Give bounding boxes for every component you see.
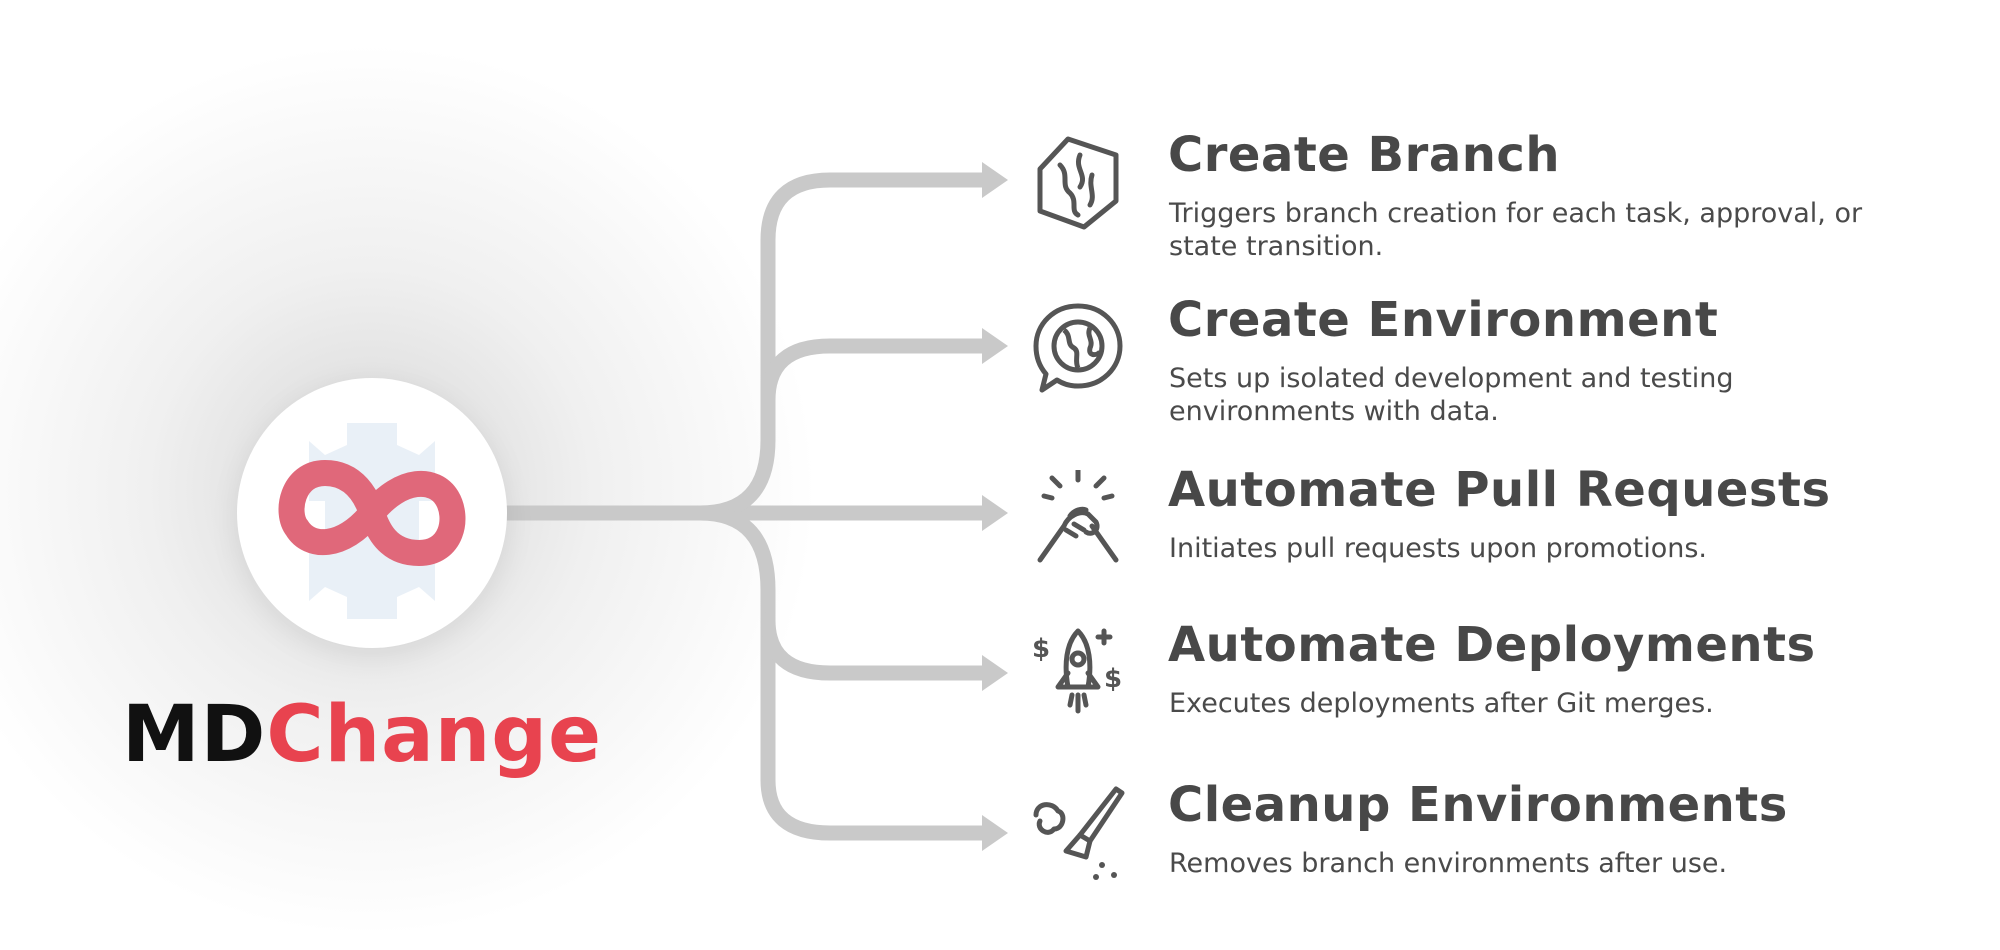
brand-name: MDChange (122, 690, 602, 780)
handshake-icon (1037, 470, 1119, 563)
arrow-head-2 (982, 328, 1008, 364)
feature-title: Create Environment (1168, 292, 1719, 348)
branch-hexagon-icon (1037, 136, 1119, 230)
globe-chat-icon (1033, 303, 1123, 393)
infinity-gear-logo-icon (278, 423, 466, 619)
feature-description: Removes branch environments after use. (1169, 848, 1728, 879)
logo-circle (237, 378, 507, 648)
svg-text:$: $ (1032, 634, 1050, 664)
svg-text:$: $ (1104, 664, 1122, 694)
feature-description: Initiates pull requests upon promotions. (1169, 533, 1707, 564)
connector-branch-2 (760, 338, 998, 408)
broom-icon (1033, 786, 1125, 880)
connector-branch-3 (760, 612, 998, 681)
feature-description: Executes deployments after Git merges. (1169, 688, 1714, 719)
arrow-head-4 (982, 655, 1008, 691)
arrow-head-1 (982, 162, 1008, 198)
connector-branch-4 (692, 505, 998, 841)
rocket-icon: $ $ (1032, 628, 1122, 714)
feature-description: Sets up isolated development and testing… (1169, 363, 1734, 427)
feature-title: Automate Deployments (1168, 617, 1816, 673)
brand-name-change: Change (266, 690, 603, 780)
connector-branch-1 (692, 172, 998, 521)
feature-title: Create Branch (1168, 127, 1560, 183)
arrow-head-3 (982, 495, 1008, 531)
arrow-head-5 (982, 815, 1008, 851)
brand-name-md: MD (122, 690, 267, 780)
feature-description: Triggers branch creation for each task, … (1169, 198, 1863, 262)
feature-title: Cleanup Environments (1168, 777, 1788, 833)
feature-title: Automate Pull Requests (1168, 462, 1831, 518)
